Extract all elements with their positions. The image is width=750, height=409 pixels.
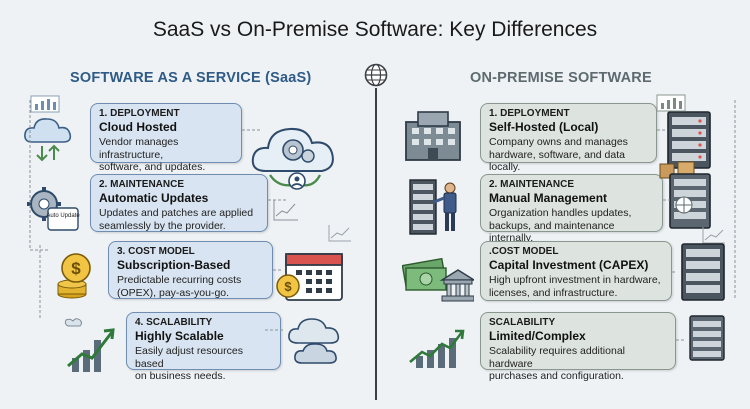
auto-update-badge: Auto Update (46, 213, 80, 219)
card-desc: Company owns and manages (489, 136, 628, 148)
card-key: .COST MODEL (489, 246, 559, 257)
cloud-sync-icon (24, 118, 72, 162)
cloud-gear-icon (251, 127, 334, 190)
onprem-heading: ON-PREMISE SOFTWARE (470, 70, 652, 86)
center-divider (375, 88, 377, 400)
card-headline: Automatic Updates (99, 191, 209, 205)
card-desc: licenses, and infrastructure. (489, 286, 618, 299)
card-desc: purchases and configuration. (489, 370, 624, 382)
card-key: SCALABILITY (489, 317, 556, 328)
card-desc: on business needs. (135, 370, 226, 382)
saas-deployment-card: 1. DEPLOYMENT Cloud Hosted Vendor manage… (90, 103, 242, 173)
card-key: 1. DEPLOYMENT (489, 108, 570, 119)
mini-chart-icon (30, 95, 60, 113)
card-desc: Easily adjust resources based (135, 345, 243, 370)
mini-chart-icon (656, 94, 686, 112)
saas-maintenance-card: 2. MAINTENANCE Automatic Updates Updates… (90, 174, 268, 232)
card-desc: Scalability requires additional hardware (489, 345, 625, 370)
svg-text:$: $ (71, 259, 81, 278)
card-desc: Predictable recurring costs (117, 274, 242, 286)
sketch-chart-icon (328, 225, 351, 242)
saas-heading: SOFTWARE AS A SERVICE (SaaS) (70, 70, 312, 86)
card-headline: Self-Hosted (Local) (489, 120, 599, 134)
card-desc: Vendor manages infrastructure, (99, 136, 179, 161)
card-key: 3. COST MODEL (117, 246, 195, 257)
cash-icon (402, 257, 474, 302)
gear-icon: Auto Update (27, 187, 80, 231)
sketch-chart-icon (273, 200, 298, 221)
network-icon (675, 196, 693, 214)
card-headline: Cloud Hosted (99, 120, 177, 134)
card-desc: High upfront investment in hardware, (489, 274, 661, 286)
card-key: 2. MAINTENANCE (489, 179, 575, 190)
sketch-chart-icon (702, 227, 725, 244)
card-key: 4. SCALABILITY (135, 317, 213, 328)
card-headline: Subscription-Based (117, 258, 231, 272)
limited-growth-icon (409, 329, 465, 368)
server-rack-icon (667, 111, 711, 169)
server-rack-icon (689, 315, 725, 361)
technician-icon (409, 179, 457, 235)
card-desc: Organization handles updates, (489, 207, 632, 219)
building-icon (405, 111, 461, 161)
onprem-deployment-card: 1. DEPLOYMENT Self-Hosted (Local) Compan… (480, 103, 657, 173)
card-headline: Manual Management (489, 191, 608, 205)
saas-scalability-card: 4. SCALABILITY Highly Scalable Easily ad… (126, 312, 281, 382)
growth-chart-icon (64, 318, 115, 372)
card-headline: Highly Scalable (135, 329, 224, 343)
saas-flow-lines (29, 100, 286, 331)
server-rack-icon (681, 243, 725, 301)
onprem-flow-lines (657, 100, 736, 341)
coins-icon: $ (57, 253, 91, 299)
saas-cost-card: 3. COST MODEL Subscription-Based Predict… (108, 241, 273, 299)
svg-text:$: $ (284, 279, 292, 294)
card-key: 2. MAINTENANCE (99, 179, 185, 190)
card-desc: (OPEX), pay-as-you-go. (117, 286, 230, 299)
globe-icon (364, 63, 388, 87)
calendar-icon: $ (276, 253, 343, 301)
onprem-scalability-card: SCALABILITY Limited/Complex Scalability … (480, 312, 676, 382)
card-desc: hardware, software, and data locally. (489, 148, 625, 174)
page-title: SaaS vs On-Premise Software: Key Differe… (152, 18, 598, 41)
card-desc: Updates and patches are applied (99, 207, 254, 219)
cloud-icon (288, 318, 340, 364)
card-desc: software, and updates. (99, 161, 206, 173)
onprem-cost-card: .COST MODEL Capital Investment (CAPEX) H… (480, 241, 672, 301)
card-headline: Capital Investment (CAPEX) (489, 258, 649, 272)
card-headline: Limited/Complex (489, 329, 586, 343)
card-key: 1. DEPLOYMENT (99, 108, 180, 119)
card-desc: seamlessly by the provider. (99, 219, 226, 232)
